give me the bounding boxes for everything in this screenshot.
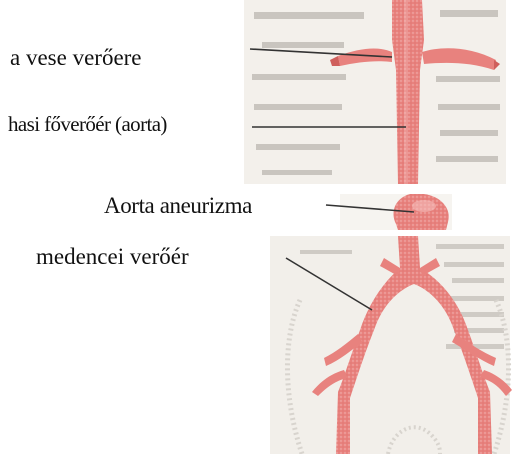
abdominal-aorta-label: hasi főverőér (aorta) [8, 114, 167, 135]
renal-artery-label: a vese verőere [10, 46, 142, 69]
aneurysm-panel [340, 194, 452, 230]
iliac-artery-label: medencei verőér [36, 245, 189, 268]
aneurysm-label: Aorta aneurizma [104, 194, 252, 217]
top-scan-panel [244, 0, 506, 184]
bottom-scan-panel [270, 236, 512, 454]
